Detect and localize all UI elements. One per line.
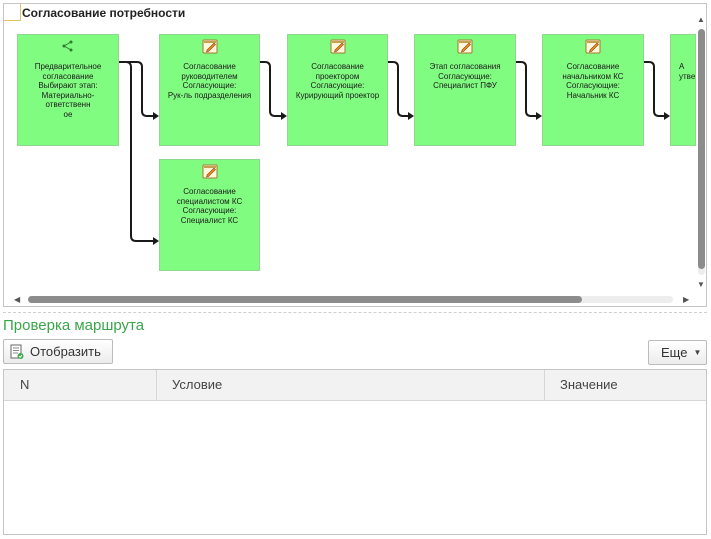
conditions-table[interactable]: N Условие Значение [3, 369, 707, 535]
connector-n3-n4 [388, 61, 412, 117]
flow-node-text: Этап согласования Согласующие: Специалис… [429, 62, 501, 90]
flow-node-ks-specialist-approval[interactable]: Согласование специалистом КС Согласующие… [159, 159, 260, 271]
arrow-n3 [281, 112, 287, 120]
arrow-n6 [664, 112, 670, 120]
edit-note-icon [585, 39, 601, 54]
flow-node-text: А утвер [679, 62, 696, 81]
column-separator [544, 370, 545, 400]
flow-node-text: Согласование руководителем Согласующие: … [167, 62, 252, 100]
flow-node-text: Предварительное согласование Выбирают эт… [34, 62, 102, 119]
scroll-right-arrow-icon[interactable]: ▶ [683, 295, 690, 304]
arrow-n2 [153, 112, 159, 120]
display-button[interactable]: Отобразить [3, 339, 113, 364]
table-header: N Условие Значение [4, 370, 706, 401]
route-flowchart-panel[interactable]: Согласование потребности Предварительное… [3, 3, 707, 307]
arrow-n5 [536, 112, 542, 120]
more-button[interactable]: Еще ▼ [648, 340, 707, 365]
section-divider [3, 312, 707, 313]
flow-node-preliminary-approval[interactable]: Предварительное согласование Выбирают эт… [17, 34, 119, 146]
connector-n2-n3 [260, 61, 285, 117]
horizontal-scrollbar-thumb[interactable] [28, 296, 582, 303]
flowchart-title: Согласование потребности [22, 6, 186, 20]
flow-node-text: Согласование проектором Согласующие: Кур… [295, 62, 380, 100]
share-icon [62, 40, 73, 52]
scroll-up-arrow-icon[interactable]: ▲ [697, 15, 705, 24]
column-header-condition[interactable]: Условие [172, 377, 223, 392]
column-header-n[interactable]: N [20, 377, 30, 392]
flow-node-text: Согласование специалистом КС Согласующие… [176, 187, 243, 225]
flow-node-approval-partial[interactable]: А утвер [670, 34, 696, 146]
column-separator [156, 370, 157, 400]
route-check-title: Проверка маршрута [3, 317, 145, 334]
connector-n5-n6 [644, 61, 668, 117]
edit-note-icon [330, 39, 345, 54]
column-header-value[interactable]: Значение [560, 377, 618, 392]
connector-n4-n5 [516, 61, 540, 117]
vertical-scrollbar-thumb[interactable] [698, 29, 705, 269]
arrow-n7 [153, 237, 159, 245]
display-button-label: Отобразить [30, 344, 101, 359]
dropdown-arrow-icon: ▼ [693, 348, 702, 357]
connector-n1-n7 [119, 61, 157, 242]
flow-node-manager-approval[interactable]: Согласование руководителем Согласующие: … [159, 34, 260, 146]
scroll-down-arrow-icon[interactable]: ▼ [697, 280, 705, 289]
more-button-label: Еще [661, 345, 688, 360]
arrow-n4 [408, 112, 414, 120]
edit-note-icon [202, 164, 217, 179]
edit-note-icon [457, 39, 473, 54]
flow-connectors [119, 61, 670, 245]
flow-node-text: Согласование начальником КС Согласующие:… [562, 62, 624, 100]
flow-node-pfu-approval[interactable]: Этап согласования Согласующие: Специалис… [414, 34, 516, 146]
edit-note-icon [202, 39, 217, 54]
document-icon [10, 344, 24, 359]
scroll-left-arrow-icon[interactable]: ◀ [14, 295, 21, 304]
panel-corner-marker [4, 4, 21, 21]
flow-node-designer-approval[interactable]: Согласование проектором Согласующие: Кур… [287, 34, 388, 146]
flow-node-ks-head-approval[interactable]: Согласование начальником КС Согласующие:… [542, 34, 644, 146]
connector-n1-n2 [119, 61, 157, 117]
